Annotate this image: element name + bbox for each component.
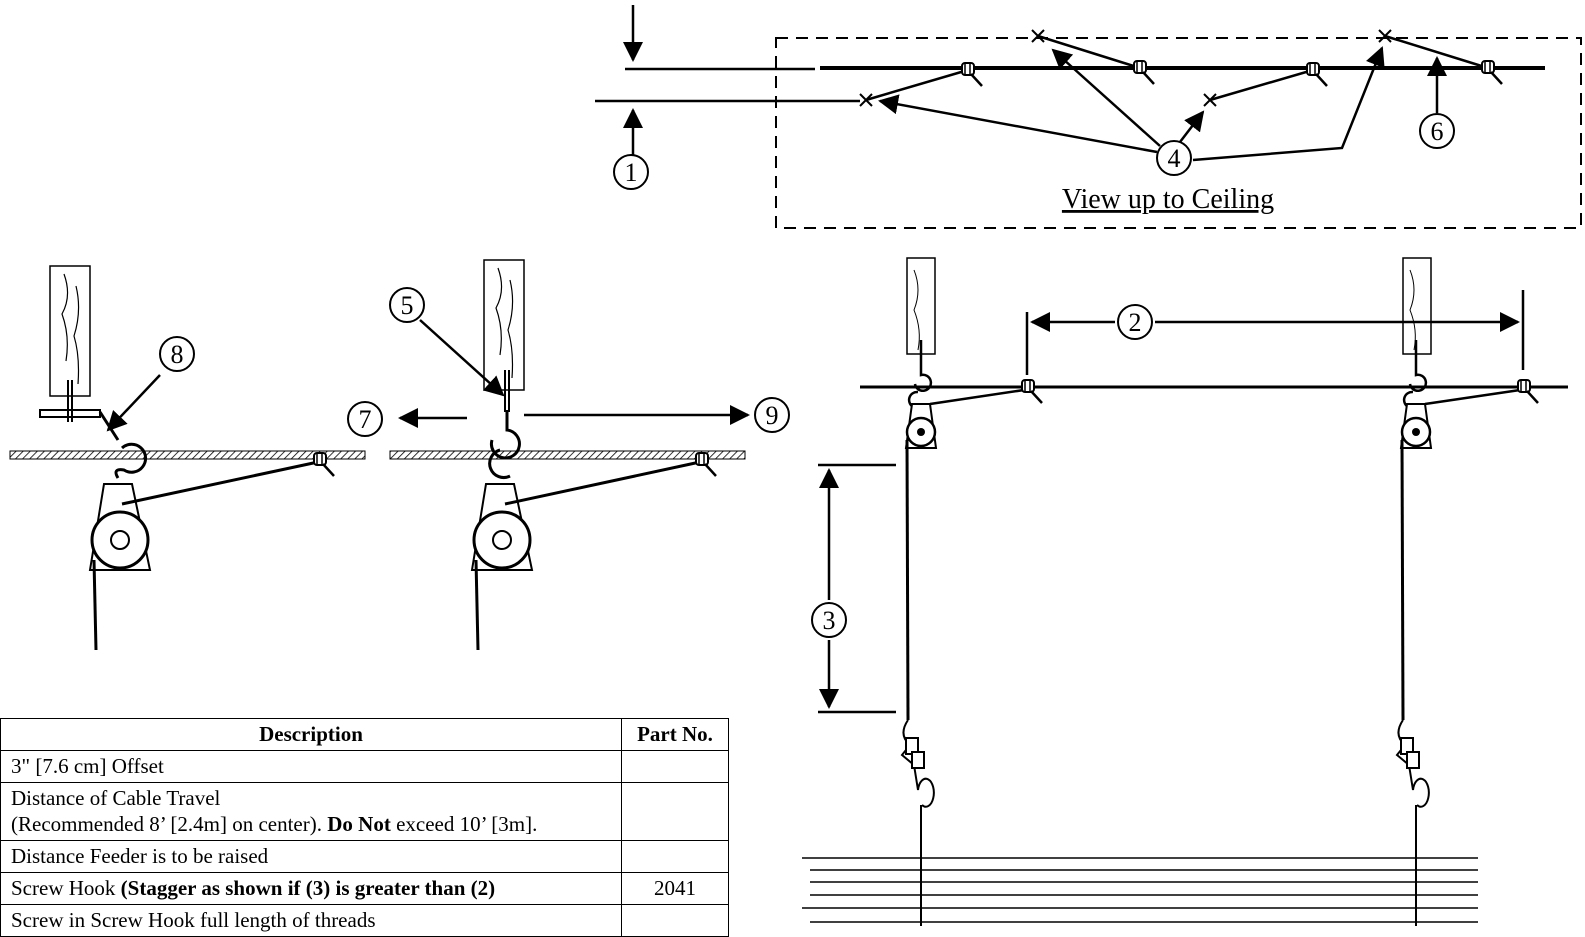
description-cell: Distance of Cable Travel (Recommended 8’…	[0, 782, 622, 841]
part-number-cell: 2041	[621, 871, 729, 906]
detail-ceiling-hook	[389, 259, 750, 651]
table-row: Distance Feeder is to be raised	[0, 839, 729, 873]
description-emphasis: (Stagger as shown if (3) is greater than…	[120, 875, 496, 900]
column-header-description: Description	[0, 717, 622, 752]
description-text: (Recommended 8’ [2.4m] on center).	[11, 811, 328, 836]
description-cell: Screw Hook (Stagger as shown if (3) is g…	[0, 871, 622, 906]
column-header-part-no: Part No.	[621, 717, 729, 752]
svg-text:3: 3	[823, 606, 836, 635]
offset-bracket	[39, 409, 101, 418]
parts-table: Description Part No. 3" [7.6 cm] Offset …	[0, 717, 729, 937]
assembly-elevation	[802, 257, 1568, 926]
description-text: exceed 10’ [3m].	[390, 811, 538, 836]
svg-text:1: 1	[625, 158, 638, 187]
part-number-cell	[621, 839, 729, 873]
hook-marker	[859, 29, 1392, 107]
description-cell: 3" [7.6 cm] Offset	[0, 750, 622, 784]
screw-hook	[488, 410, 521, 479]
callout-2: 2	[1117, 304, 1153, 340]
svg-text:7: 7	[359, 405, 372, 434]
part-number-cell	[621, 904, 729, 937]
table-row: Distance of Cable Travel (Recommended 8’…	[0, 782, 729, 841]
screw-hook	[114, 442, 148, 479]
wood-joist	[49, 265, 91, 397]
threaded-screw	[504, 370, 510, 412]
view-boundary	[775, 37, 1582, 229]
description-line: Distance of Cable Travel	[11, 786, 221, 811]
svg-text:9: 9	[766, 401, 779, 430]
svg-text:6: 6	[1431, 117, 1444, 146]
svg-text:4: 4	[1168, 144, 1181, 173]
description-emphasis: Do Not	[327, 811, 391, 836]
callout-3: 3	[811, 602, 847, 638]
table-row: Screw Hook (Stagger as shown if (3) is g…	[0, 871, 729, 906]
description-cell: Screw in Screw Hook full length of threa…	[0, 904, 622, 937]
feeder-tiers	[802, 857, 1478, 923]
callout-7: 7	[347, 401, 383, 437]
table-row: 3" [7.6 cm] Offset	[0, 750, 729, 784]
view-label: View up to Ceiling	[1062, 184, 1274, 215]
threaded-screw	[67, 380, 73, 422]
svg-text:8: 8	[171, 340, 184, 369]
ceiling-view	[595, 5, 1582, 229]
callout-5: 5	[389, 287, 425, 323]
table-row: Screw in Screw Hook full length of threa…	[0, 904, 729, 937]
callout-8: 8	[159, 336, 195, 372]
description-text: Screw Hook	[11, 875, 121, 900]
description-cell: Distance Feeder is to be raised	[0, 839, 622, 873]
callout-6: 6	[1419, 113, 1455, 149]
cable-clamp	[1480, 59, 1504, 86]
part-number-cell	[621, 782, 729, 841]
table-header-row: Description Part No.	[0, 717, 729, 752]
detail-offset-bracket	[9, 265, 366, 651]
callout-9: 9	[754, 397, 790, 433]
svg-text:5: 5	[401, 291, 414, 320]
callout-4: 4	[1156, 140, 1192, 176]
callout-1: 1	[613, 154, 649, 190]
svg-text:2: 2	[1129, 308, 1142, 337]
cable-clamp	[1132, 59, 1156, 86]
part-number-cell	[621, 750, 729, 784]
